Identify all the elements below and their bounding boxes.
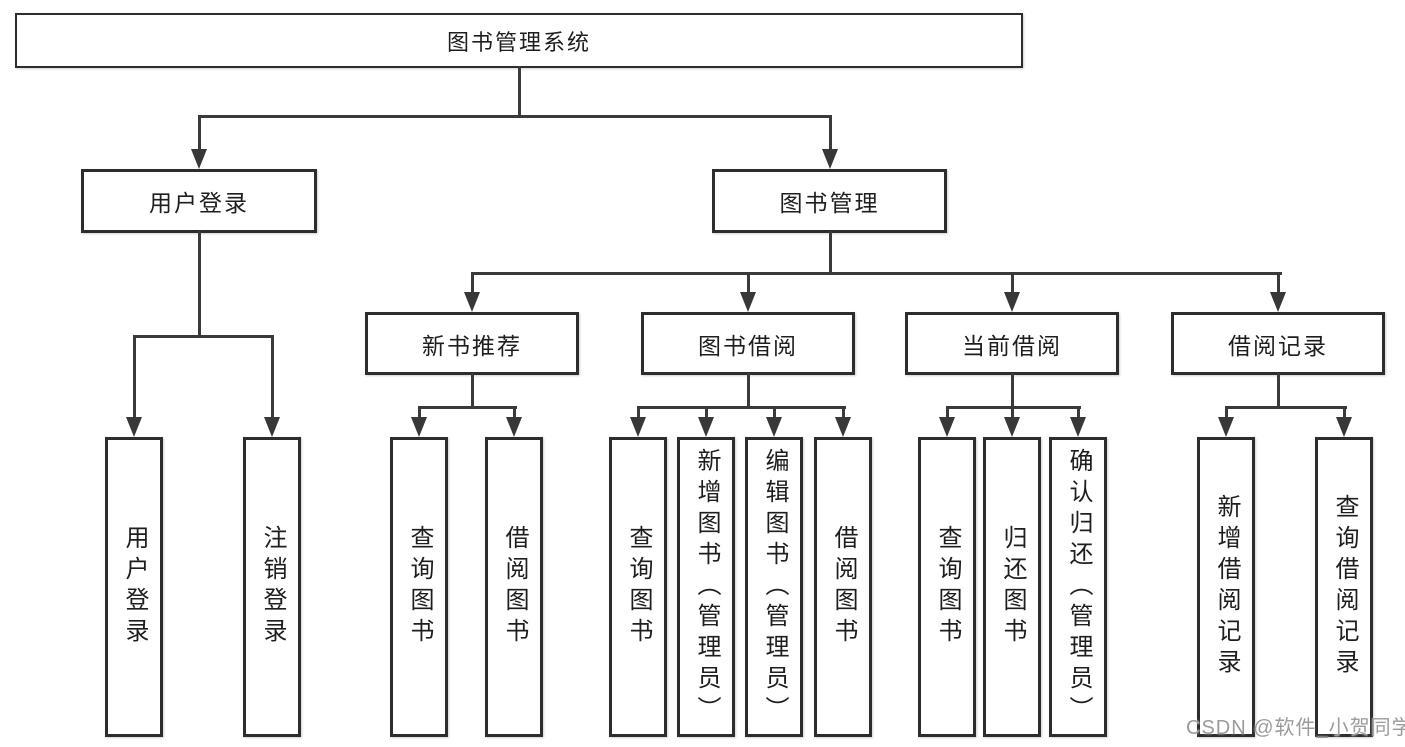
- arrowhead-down-icon: [630, 417, 646, 437]
- arrowhead-down-icon: [939, 417, 955, 437]
- arrowhead-down-icon: [1004, 292, 1020, 312]
- connector: [946, 406, 949, 419]
- arrowhead-down-icon: [822, 149, 838, 169]
- connector: [829, 231, 832, 274]
- connector: [133, 335, 136, 419]
- arrowhead-down-icon: [1004, 417, 1020, 437]
- leaf-confirm-return-admin: 确认归还（管理员）: [1049, 437, 1107, 737]
- connector: [842, 406, 845, 419]
- leaf-query-books-current: 查询图书: [918, 437, 976, 737]
- node-user-login: 用户登录: [81, 169, 317, 233]
- connector: [747, 373, 750, 408]
- connector: [747, 272, 750, 294]
- leaf-logout: 注销登录: [243, 437, 301, 737]
- connector: [773, 406, 776, 419]
- connector: [471, 272, 1282, 275]
- connector: [1011, 406, 1014, 419]
- connector: [471, 272, 474, 294]
- connector: [637, 406, 846, 409]
- connector: [271, 335, 274, 419]
- node-library-management-system: 图书管理系统: [15, 13, 1023, 68]
- connector: [1343, 406, 1346, 419]
- node-current-borrowing: 当前借阅: [905, 312, 1119, 375]
- connector: [1225, 406, 1347, 409]
- leaf-add-borrow-record: 新增借阅记录: [1197, 437, 1255, 737]
- connector: [198, 115, 201, 151]
- connector: [133, 335, 274, 338]
- arrowhead-down-icon: [464, 292, 480, 312]
- leaf-query-books-recommend: 查询图书: [390, 437, 448, 737]
- arrowhead-down-icon: [411, 417, 427, 437]
- node-book-borrowing: 图书借阅: [641, 312, 855, 375]
- connector: [418, 406, 421, 419]
- connector: [829, 115, 832, 151]
- leaf-add-book-admin: 新增图书（管理员）: [677, 437, 735, 737]
- connector: [637, 406, 640, 419]
- connector: [198, 231, 201, 337]
- node-new-book-recommend: 新书推荐: [365, 312, 579, 375]
- connector: [418, 406, 517, 409]
- node-borrowing-records: 借阅记录: [1171, 312, 1385, 375]
- connector: [471, 373, 474, 408]
- connector: [1277, 272, 1280, 294]
- arrowhead-down-icon: [698, 417, 714, 437]
- csdn-watermark: CSDN @软件_小贺同学: [1186, 717, 1405, 739]
- connector: [513, 406, 516, 419]
- arrowhead-down-icon: [1270, 292, 1286, 312]
- arrowhead-down-icon: [835, 417, 851, 437]
- leaf-return-book: 归还图书: [983, 437, 1041, 737]
- connector: [198, 115, 832, 118]
- arrowhead-down-icon: [191, 149, 207, 169]
- connector: [1011, 272, 1014, 294]
- arrowhead-down-icon: [506, 417, 522, 437]
- leaf-user-login: 用户登录: [105, 437, 163, 737]
- leaf-edit-book-admin: 编辑图书（管理员）: [745, 437, 803, 737]
- arrowhead-down-icon: [264, 417, 280, 437]
- arrowhead-down-icon: [766, 417, 782, 437]
- leaf-borrow-books-recommend: 借阅图书: [485, 437, 543, 737]
- connector: [1277, 373, 1280, 408]
- leaf-borrow-books-borrowing: 借阅图书: [814, 437, 872, 737]
- connector: [1077, 406, 1080, 419]
- arrowhead-down-icon: [1336, 417, 1352, 437]
- connector: [1225, 406, 1228, 419]
- connector: [518, 66, 521, 117]
- leaf-query-books-borrowing: 查询图书: [609, 437, 667, 737]
- arrowhead-down-icon: [740, 292, 756, 312]
- leaf-query-borrow-record: 查询借阅记录: [1315, 437, 1373, 737]
- connector: [1011, 373, 1014, 408]
- connector: [705, 406, 708, 419]
- arrowhead-down-icon: [1218, 417, 1234, 437]
- arrowhead-down-icon: [1070, 417, 1086, 437]
- node-book-management: 图书管理: [712, 169, 947, 233]
- arrowhead-down-icon: [126, 417, 142, 437]
